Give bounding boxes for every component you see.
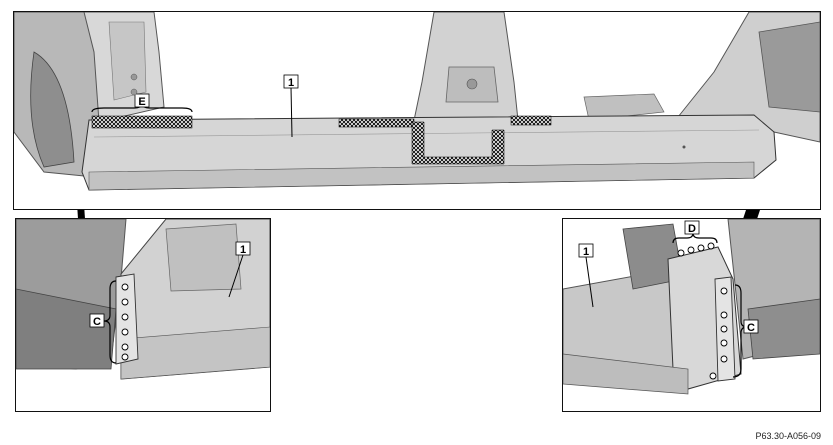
callout-c-right: C [747,322,755,334]
callout-part-1-right: 1 [583,246,589,258]
hatch-zone-b-pillar [411,121,505,165]
callout-part-1: 1 [288,77,294,89]
fastener-points-c [121,283,129,361]
callout-e: E [138,96,145,108]
detail-view-rear: D C 1 [562,218,821,412]
detail-view-front: C 1 [15,218,271,412]
hatch-zone-mid [338,118,415,128]
fastener-points-c-right [709,287,728,380]
hatch-zone-e [91,115,193,129]
leader-part-1-left [228,254,244,298]
hatch-zone-rear [510,115,552,126]
leader-part-1 [290,86,293,138]
main-sill-view: 1 E [13,11,821,210]
callout-c-left: C [93,316,101,328]
figure-code: P63.30-A056-09 [755,431,821,441]
callout-part-1-left: 1 [240,244,246,256]
leader-part-1-right [585,256,594,308]
callout-d: D [688,223,696,235]
fastener-points-d [677,242,715,257]
